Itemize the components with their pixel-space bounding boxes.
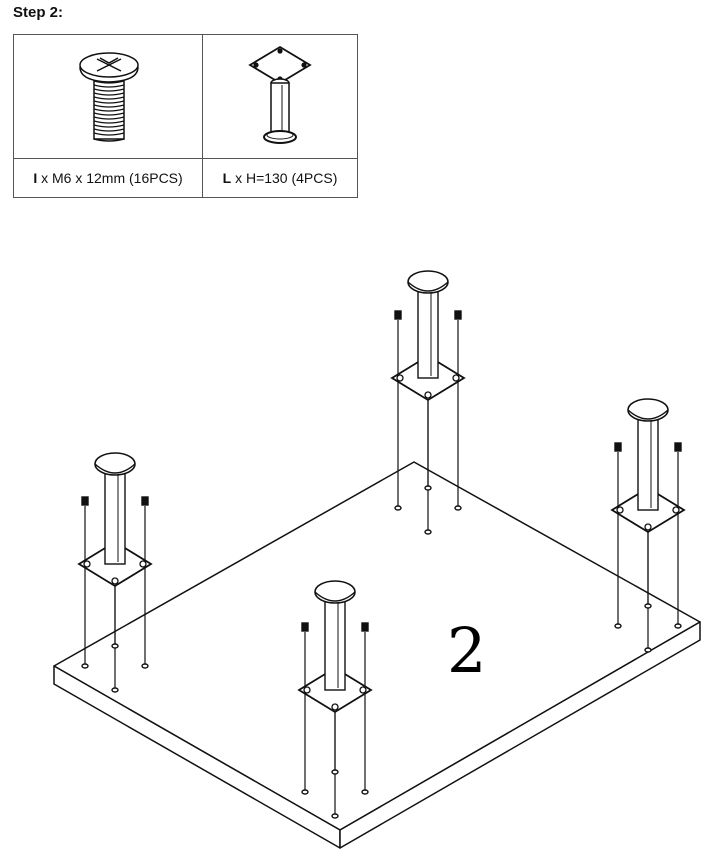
- screw-icon: [301, 622, 309, 632]
- hole-mark: [141, 663, 149, 669]
- plate-hole: [331, 703, 339, 711]
- leg-post: [324, 593, 346, 691]
- plate-hole: [672, 506, 680, 514]
- hole-mark: [111, 687, 119, 693]
- hole-mark: [331, 769, 339, 775]
- leg-foot: [94, 452, 136, 476]
- leg-caption: L x H=130 (4PCS): [202, 158, 358, 198]
- screw-icon: [361, 622, 369, 632]
- hole-mark: [644, 647, 652, 653]
- leg-left: [77, 452, 153, 693]
- parts-table: I x M6 x 12mm (16PCS) L x H=130 (4PCS): [13, 34, 358, 198]
- leg-foot: [627, 398, 669, 422]
- plate-hole: [139, 560, 147, 568]
- hole-mark: [424, 485, 432, 491]
- panel-number: 2: [447, 614, 486, 687]
- hole-mark: [331, 813, 339, 819]
- plate-hole: [644, 523, 652, 531]
- hole-mark: [614, 623, 622, 629]
- part-letter: L: [222, 170, 232, 186]
- hole-mark: [454, 505, 462, 511]
- leg-icon: [248, 45, 312, 144]
- panel-board: [53, 461, 701, 849]
- part-desc: x M6 x 12mm (16PCS): [41, 170, 183, 186]
- plate-hole: [424, 391, 432, 399]
- leg-assemblies: [77, 270, 686, 819]
- foot-edge: [314, 591, 356, 602]
- hole-mark: [301, 789, 309, 795]
- plate-hole: [111, 577, 119, 585]
- hole-mark: [111, 643, 119, 649]
- foot-edge: [407, 281, 449, 292]
- hole-mark: [644, 603, 652, 609]
- step-title: Step 2:: [13, 4, 64, 21]
- leg-foot: [407, 270, 449, 294]
- plate-hole: [83, 560, 91, 568]
- plate-hole: [452, 374, 460, 382]
- screw-icon: [394, 310, 402, 320]
- plate-hole: [616, 506, 624, 514]
- leg-back: [390, 270, 466, 535]
- plate-hole: [303, 686, 311, 694]
- foot-edge: [627, 409, 669, 420]
- hole-mark: [674, 623, 682, 629]
- screw-icon: [674, 442, 682, 452]
- leg-post: [637, 411, 659, 511]
- part-letter: I: [33, 170, 38, 186]
- plate-hole: [396, 374, 404, 382]
- screw-icon: [454, 310, 462, 320]
- plate-hole: [359, 686, 367, 694]
- foot-edge: [94, 463, 136, 474]
- hole-mark: [424, 529, 432, 535]
- leg-image-cell: [202, 34, 358, 159]
- leg-foot: [314, 580, 356, 604]
- hole-mark: [394, 505, 402, 511]
- leg-front: [297, 580, 373, 819]
- screw-icon: [79, 52, 139, 142]
- part-desc: x H=130 (4PCS): [235, 170, 338, 186]
- leg-right: [610, 398, 686, 653]
- screw-icon: [81, 496, 89, 506]
- screw-icon: [614, 442, 622, 452]
- hole-mark: [361, 789, 369, 795]
- screw-icon: [141, 496, 149, 506]
- screw-caption: I x M6 x 12mm (16PCS): [13, 158, 203, 198]
- leg-post: [417, 283, 439, 379]
- leg-post: [104, 465, 126, 565]
- screw-image-cell: [13, 34, 203, 159]
- hole-mark: [81, 663, 89, 669]
